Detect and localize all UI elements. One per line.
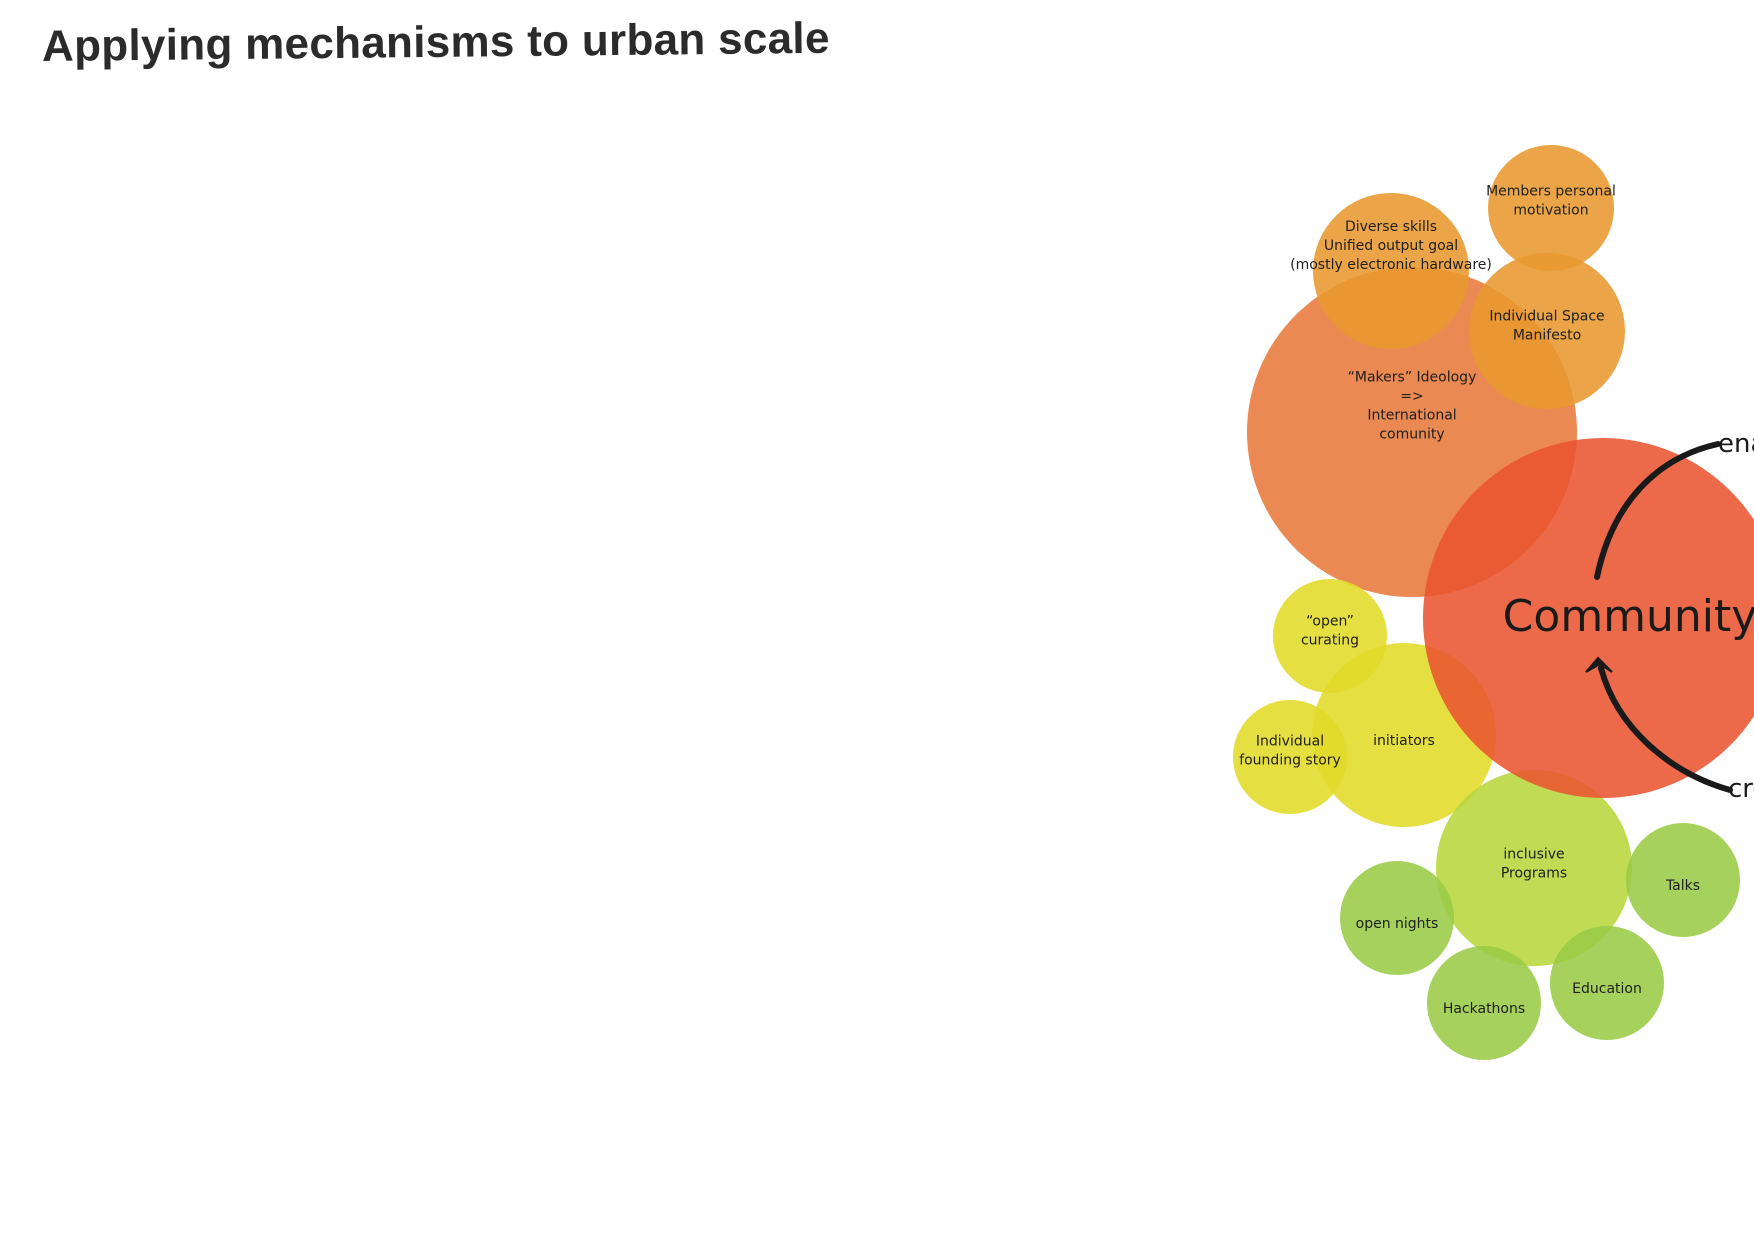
create-arrowhead-icon [1585,656,1613,673]
bubble-label: founding story [1239,753,1341,769]
bubble-circle [1488,145,1614,271]
bubble-label: => [1400,389,1423,405]
bubble-label: motivation [1513,203,1588,219]
create-arrow [1598,665,1733,793]
bubble-label: Individual Space [1489,309,1604,325]
bubble-label: “Makers” Ideology [1348,370,1477,386]
bubble-hackathons[interactable]: Hackathons [1427,946,1541,1060]
bubble-label: Education [1572,981,1642,997]
bubble-circle [1340,861,1454,975]
bubble-label: Individual [1256,734,1324,750]
bubble-circle [1436,770,1632,966]
bubble-label: Hackathons [1443,1001,1525,1017]
bubble-label: inclusive [1503,847,1564,863]
community-group: Community ena cre [1423,429,1754,804]
bubble-label: “open” [1306,614,1354,630]
bubble-label: Talks [1665,878,1700,894]
community-label: Community [1503,591,1754,642]
bubble-members-motivation[interactable]: Members personal motivation [1486,145,1616,271]
bubble-open-nights[interactable]: open nights [1340,861,1454,975]
bubble-circle [1427,946,1541,1060]
bubble-circle [1550,926,1664,1040]
bubble-label: initiators [1373,733,1435,749]
enable-arrow-label: ena [1718,429,1754,459]
bubble-label: open nights [1356,916,1439,932]
bubble-open-curating[interactable]: “open” curating [1273,579,1387,693]
bubble-circle [1469,253,1625,409]
bubble-education[interactable]: Education [1550,926,1664,1040]
community-bubble[interactable] [1423,438,1754,798]
bubble-label: Unified output goal [1324,238,1458,254]
bubble-circle [1313,193,1469,349]
bubble-circle [1626,823,1740,937]
bubble-label: comunity [1379,427,1444,443]
bubble-label: Diverse skills [1345,219,1437,235]
bubble-circle [1233,700,1347,814]
create-arrow-label: cre [1728,774,1754,804]
bubble-label: Manifesto [1513,328,1581,344]
bubbles-layer: “Makers” Ideology => International comunity… [1233,145,1740,1060]
bubble-label: (mostly electronic hardware) [1290,257,1492,273]
bubble-label: Members personal [1486,184,1616,200]
bubble-talks[interactable]: Talks [1626,823,1740,937]
bubble-label: International [1367,408,1456,424]
bubble-label: Programs [1501,866,1567,882]
bubble-individual-founding-story[interactable]: Individual founding story [1233,700,1347,814]
enable-arrow [1594,441,1721,580]
bubble-circle [1273,579,1387,693]
bubble-label: curating [1301,633,1359,649]
